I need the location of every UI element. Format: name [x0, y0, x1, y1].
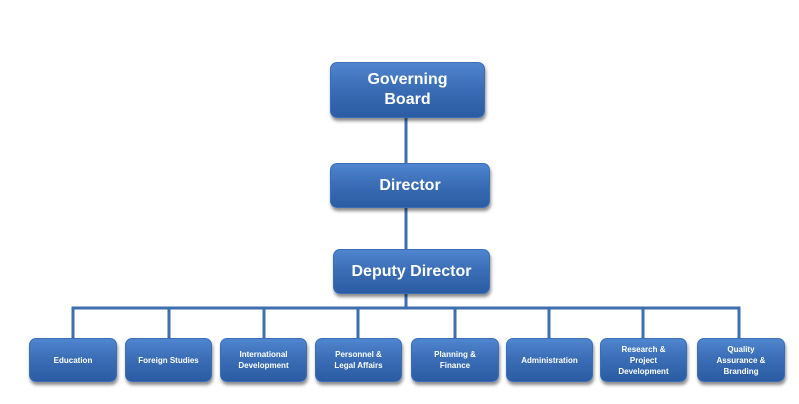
department-box-administration: Administration — [506, 338, 593, 382]
department-box-quality-assurance-branding: Quality Assurance & Branding — [697, 338, 785, 382]
department-box-education: Education — [29, 338, 117, 382]
deputy-director-label: Deputy Director — [351, 262, 472, 280]
director-label: Director — [379, 176, 441, 194]
governing-board-label: Governing Board — [367, 71, 448, 108]
department-box-planning-finance: Planning & Finance — [411, 338, 499, 382]
department-label: Foreign Studies — [138, 355, 199, 365]
department-label: Administration — [521, 355, 578, 365]
department-label: Planning & Finance — [434, 350, 476, 370]
department-box-research-project-development: Research & Project Development — [600, 338, 687, 382]
department-box-personnel-legal-affairs: Personnel & Legal Affairs — [315, 338, 402, 382]
department-label: International Development — [238, 350, 289, 370]
governing-board-box: Governing Board — [330, 62, 485, 118]
department-label: Research & Project Development — [618, 344, 669, 376]
department-label: Personnel & Legal Affairs — [334, 350, 383, 370]
department-box-international-development: International Development — [220, 338, 307, 382]
deputy-director-box: Deputy Director — [333, 249, 490, 294]
department-label: Education — [53, 355, 93, 365]
director-box: Director — [330, 163, 490, 208]
department-box-foreign-studies: Foreign Studies — [125, 338, 212, 382]
department-label: Quality Assurance & Branding — [716, 344, 766, 376]
